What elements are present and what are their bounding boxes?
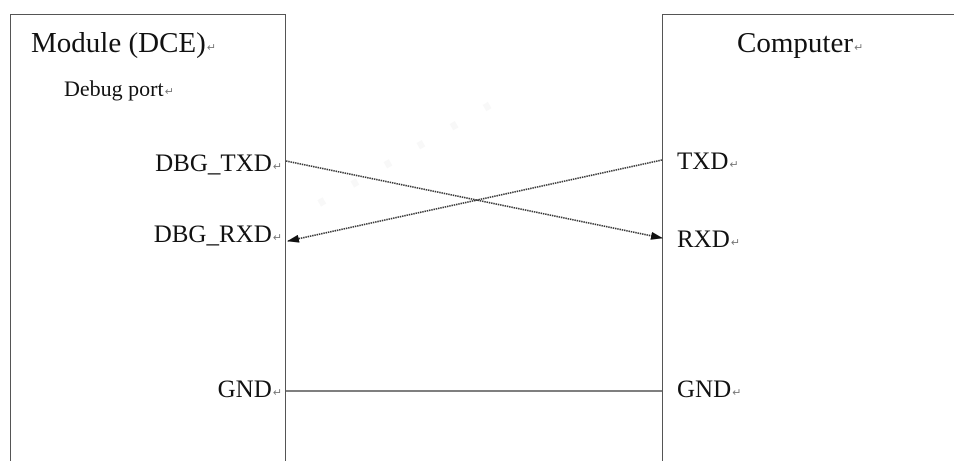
pin-label-txd: TXD↵ xyxy=(677,149,739,174)
module-box xyxy=(10,14,286,461)
pin-rxd-text: RXD xyxy=(677,226,730,253)
paragraph-mark-icon: ↵ xyxy=(730,236,741,249)
paragraph-mark-icon: ↵ xyxy=(272,386,282,399)
pin-label-rxd: RXD↵ xyxy=(677,227,740,252)
computer-title: Computer↵ xyxy=(737,29,863,58)
paragraph-mark-icon: ↵ xyxy=(164,85,174,98)
pin-label-dbg-rxd: DBG_RXD↵ xyxy=(154,222,282,247)
pin-computer-gnd-text: GND xyxy=(677,376,732,403)
module-title: Module (DCE)↵ xyxy=(31,29,216,58)
pin-label-module-gnd: GND↵ xyxy=(218,377,282,402)
paragraph-mark-icon: ↵ xyxy=(272,231,282,244)
watermark: · · · · · · xyxy=(297,72,514,238)
paragraph-mark-icon: ↵ xyxy=(272,160,282,173)
pin-label-computer-gnd: GND↵ xyxy=(677,377,741,402)
module-subtitle-text: Debug port xyxy=(64,76,164,101)
module-subtitle: Debug port↵ xyxy=(64,78,174,100)
paragraph-mark-icon: ↵ xyxy=(206,41,216,54)
paragraph-mark-icon: ↵ xyxy=(732,386,742,399)
pin-txd-text: TXD xyxy=(677,148,729,175)
pin-dbg-txd-text: DBG_TXD xyxy=(155,150,272,177)
paragraph-mark-icon: ↵ xyxy=(854,41,864,54)
pin-module-gnd-text: GND xyxy=(217,376,272,403)
computer-title-text: Computer xyxy=(737,27,853,59)
module-title-text: Module (DCE) xyxy=(31,27,206,59)
pin-dbg-rxd-text: DBG_RXD xyxy=(153,221,272,248)
paragraph-mark-icon: ↵ xyxy=(729,158,739,171)
pin-label-dbg-txd: DBG_TXD↵ xyxy=(155,151,282,176)
